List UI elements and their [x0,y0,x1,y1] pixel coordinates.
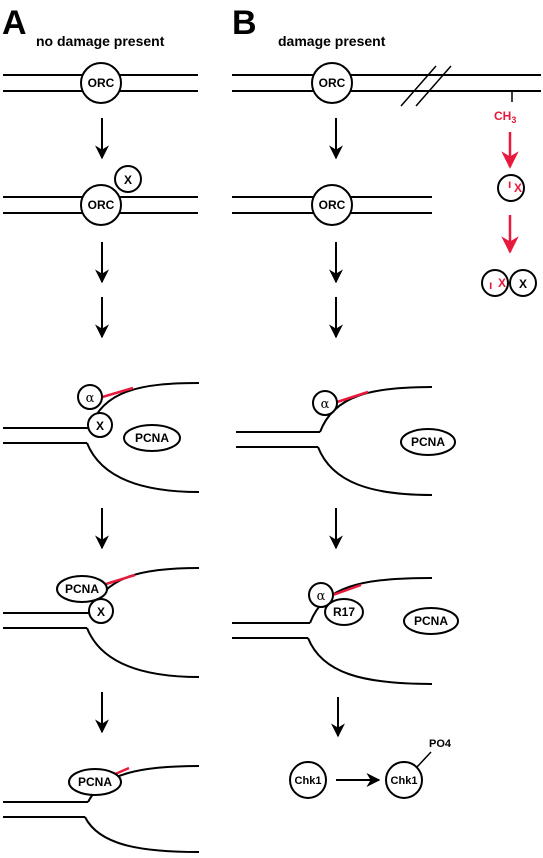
chk1-label: Chk1 [295,775,322,787]
chk1-kinase [289,761,327,799]
rad17-label: R17 [333,605,355,619]
fork-lower-strand [84,816,200,853]
b-step5-chk1-activation: Chk1 Chk1 PO4 [289,738,452,799]
modified-x-bar: ı [508,177,511,191]
pcna-clamp [403,607,459,635]
panel-a-letter: A [2,4,27,42]
modified-x [481,269,509,297]
rna-primer [329,583,362,598]
b-step1-orc-binding: ORC CH3 [232,62,541,125]
factor-x [88,598,114,624]
fork-upper-strand [309,577,433,624]
orc-complex [311,184,353,226]
fork-lower-strand [86,442,200,493]
modified-x-label: X [498,276,506,290]
factor-x [509,269,537,297]
factor-x-label: X [124,173,132,187]
rna-primer [105,573,136,586]
pcna-label: PCNA [65,582,99,596]
a-step4-pcna-loading: PCNA X [3,567,200,678]
orc-label: ORC [88,198,115,212]
fork-lower-strand [86,627,200,678]
a-step3-fork: α X PCNA [3,382,200,493]
factor-x-label: X [519,277,527,291]
phosphate-bond [416,751,432,768]
modified-x-bar: ı [489,278,492,292]
orc-complex [80,62,122,104]
b-step3-fork: α PCNA [236,386,456,496]
pol-alpha-label: α [317,589,326,604]
pcna-clamp [400,428,456,456]
panel-b-title: damage present [278,33,386,49]
orc-label: ORC [319,76,346,90]
methyl-lesion-label: CH3 [494,109,516,125]
rna-primer [98,386,134,400]
factor-x [87,412,113,438]
rad17-complex [324,598,364,626]
b-x-sequestration: ı X ı X X [481,132,537,297]
orc-label: ORC [319,198,346,212]
dna-break-mark [400,65,437,107]
pcna-label: PCNA [135,431,169,445]
pol-alpha [77,384,103,410]
factor-x [114,165,142,193]
pcna-label: PCNA [411,435,445,449]
panel-a-title: no damage present [36,33,165,49]
orc-complex [311,62,353,104]
pcna-label: PCNA [414,614,448,628]
a-step2-orc-x: ORC X [3,165,198,226]
b-step4-r17: α R17 PCNA [232,577,459,685]
rna-primer [333,390,369,405]
dna-break-mark [415,65,452,107]
factor-x-label: X [96,419,104,433]
pol-alpha [308,582,334,608]
pcna-label: PCNA [78,775,112,789]
orc-complex [80,184,122,226]
modified-x [497,174,525,202]
a-step5-elongation: PCNA [3,765,200,853]
chk1-phosphorylated [385,761,423,799]
pol-alpha-label: α [321,397,330,412]
b-step2-orc: ORC [232,184,432,226]
phosphate-label: PO4 [429,738,452,750]
factor-x-label: X [97,605,105,619]
pol-alpha-label: α [86,391,95,406]
fork-upper-strand [319,386,433,433]
fork-lower-strand [307,637,433,685]
a-step1-orc-binding: ORC [3,62,198,104]
panel-b-letter: B [232,4,257,42]
pcna-clamp [68,768,122,796]
chk1-phospho-label: Chk1 [391,775,418,787]
modified-x-label: X [514,181,522,195]
orc-label: ORC [88,76,115,90]
pol-alpha [312,390,338,416]
pcna-clamp [123,424,181,452]
panel-a: A no damage present ORC ORC X [2,4,200,853]
panel-b: B damage present ORC CH3 ı X ı X X [232,4,541,799]
pcna-clamp [56,575,108,603]
fork-lower-strand [317,446,433,496]
